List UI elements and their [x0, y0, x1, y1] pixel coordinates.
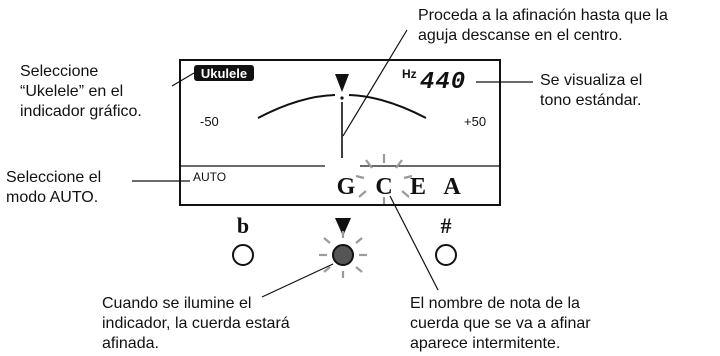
- flat-symbol: b: [237, 213, 249, 238]
- meter-arc-right: [348, 94, 427, 119]
- callout-standard-pitch: Se visualiza el tono estándar.: [540, 72, 643, 109]
- needle-pointer-icon: [335, 74, 349, 92]
- needle-dot: [340, 96, 344, 100]
- scale-minus-label: -50: [200, 114, 219, 129]
- note-c: C: [375, 174, 392, 200]
- note-g: G: [337, 174, 356, 200]
- leader-note: [389, 195, 439, 291]
- leader-ukulele: [171, 72, 195, 87]
- sharp-indicator-light: [435, 244, 457, 266]
- instrument-badge: [194, 65, 254, 81]
- callout-needle: Proceda a la afinación hasta que la aguj…: [418, 7, 668, 44]
- center-indicator-light: [332, 244, 354, 266]
- blink-rays-icon: [355, 154, 413, 204]
- hz-label: Hz: [402, 67, 417, 81]
- center-glow-rays-icon: [319, 231, 367, 278]
- leader-lines: [132, 29, 533, 298]
- callout-tuned-light: Cuando se ilumine el indicador, la cuerd…: [102, 295, 290, 352]
- mode-label: AUTO: [193, 170, 226, 184]
- note-a: A: [443, 174, 461, 200]
- leader-center-light: [261, 263, 334, 298]
- sharp-symbol: #: [441, 213, 452, 238]
- center-pointer-icon: [335, 218, 351, 236]
- leader-needle: [342, 29, 408, 137]
- meter-arc-left: [257, 94, 336, 119]
- instrument-label: Ukulele: [201, 66, 247, 81]
- pitch-value: 440: [420, 69, 466, 96]
- scale-plus-label: +50: [464, 114, 486, 129]
- callout-ukulele: Seleccione “Ukelele” en el indicador grá…: [20, 63, 142, 120]
- note-e: E: [410, 174, 426, 200]
- callout-note-blink: El nombre de nota de la cuerda que se va…: [410, 295, 591, 352]
- callout-auto-mode: Seleccione el modo AUTO.: [6, 169, 102, 206]
- flat-indicator-light: [232, 244, 254, 266]
